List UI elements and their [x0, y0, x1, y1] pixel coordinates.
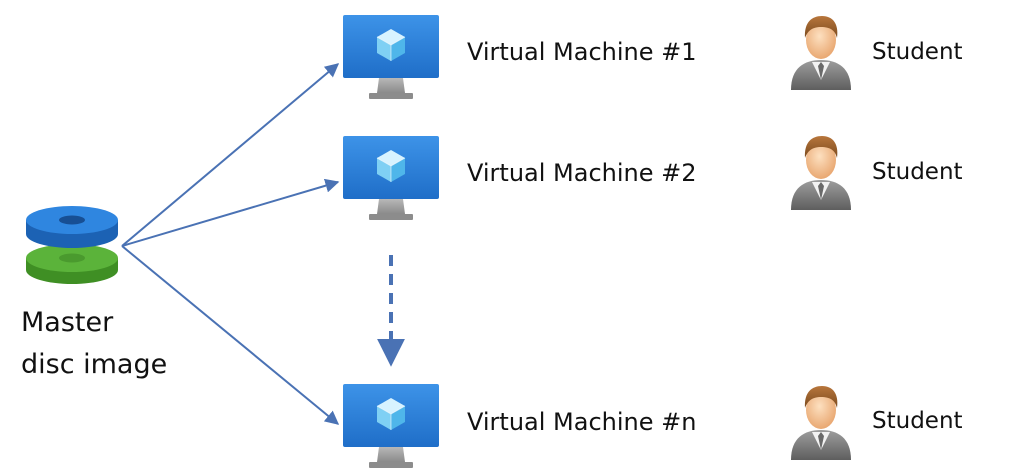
student-avatar-icon	[791, 136, 851, 210]
connector-arrows	[121, 63, 405, 425]
monitor-cube-icon	[343, 15, 439, 100]
student-label-3: Student	[872, 408, 963, 434]
monitor-cube-icon	[343, 384, 439, 469]
vm-label-n: Virtual Machine #n	[467, 408, 697, 436]
arrow-to-vm-1	[121, 63, 340, 247]
student-label-1: Student	[872, 39, 963, 65]
vm-label-2: Virtual Machine #2	[467, 159, 697, 187]
student-avatar-icon	[791, 16, 851, 90]
student-label-2: Student	[872, 159, 963, 185]
arrow-to-vm-n	[121, 245, 340, 425]
monitor-cube-icon	[343, 136, 439, 221]
student-avatar-icon	[791, 386, 851, 460]
arrow-to-vm-2	[121, 178, 340, 247]
master-label-line2: disc image	[21, 349, 168, 380]
master-label-line1: Master	[21, 307, 114, 338]
disc-image-icon	[26, 206, 118, 284]
master-disc-label: Master disc image	[21, 302, 167, 386]
vm-label-1: Virtual Machine #1	[467, 38, 697, 66]
